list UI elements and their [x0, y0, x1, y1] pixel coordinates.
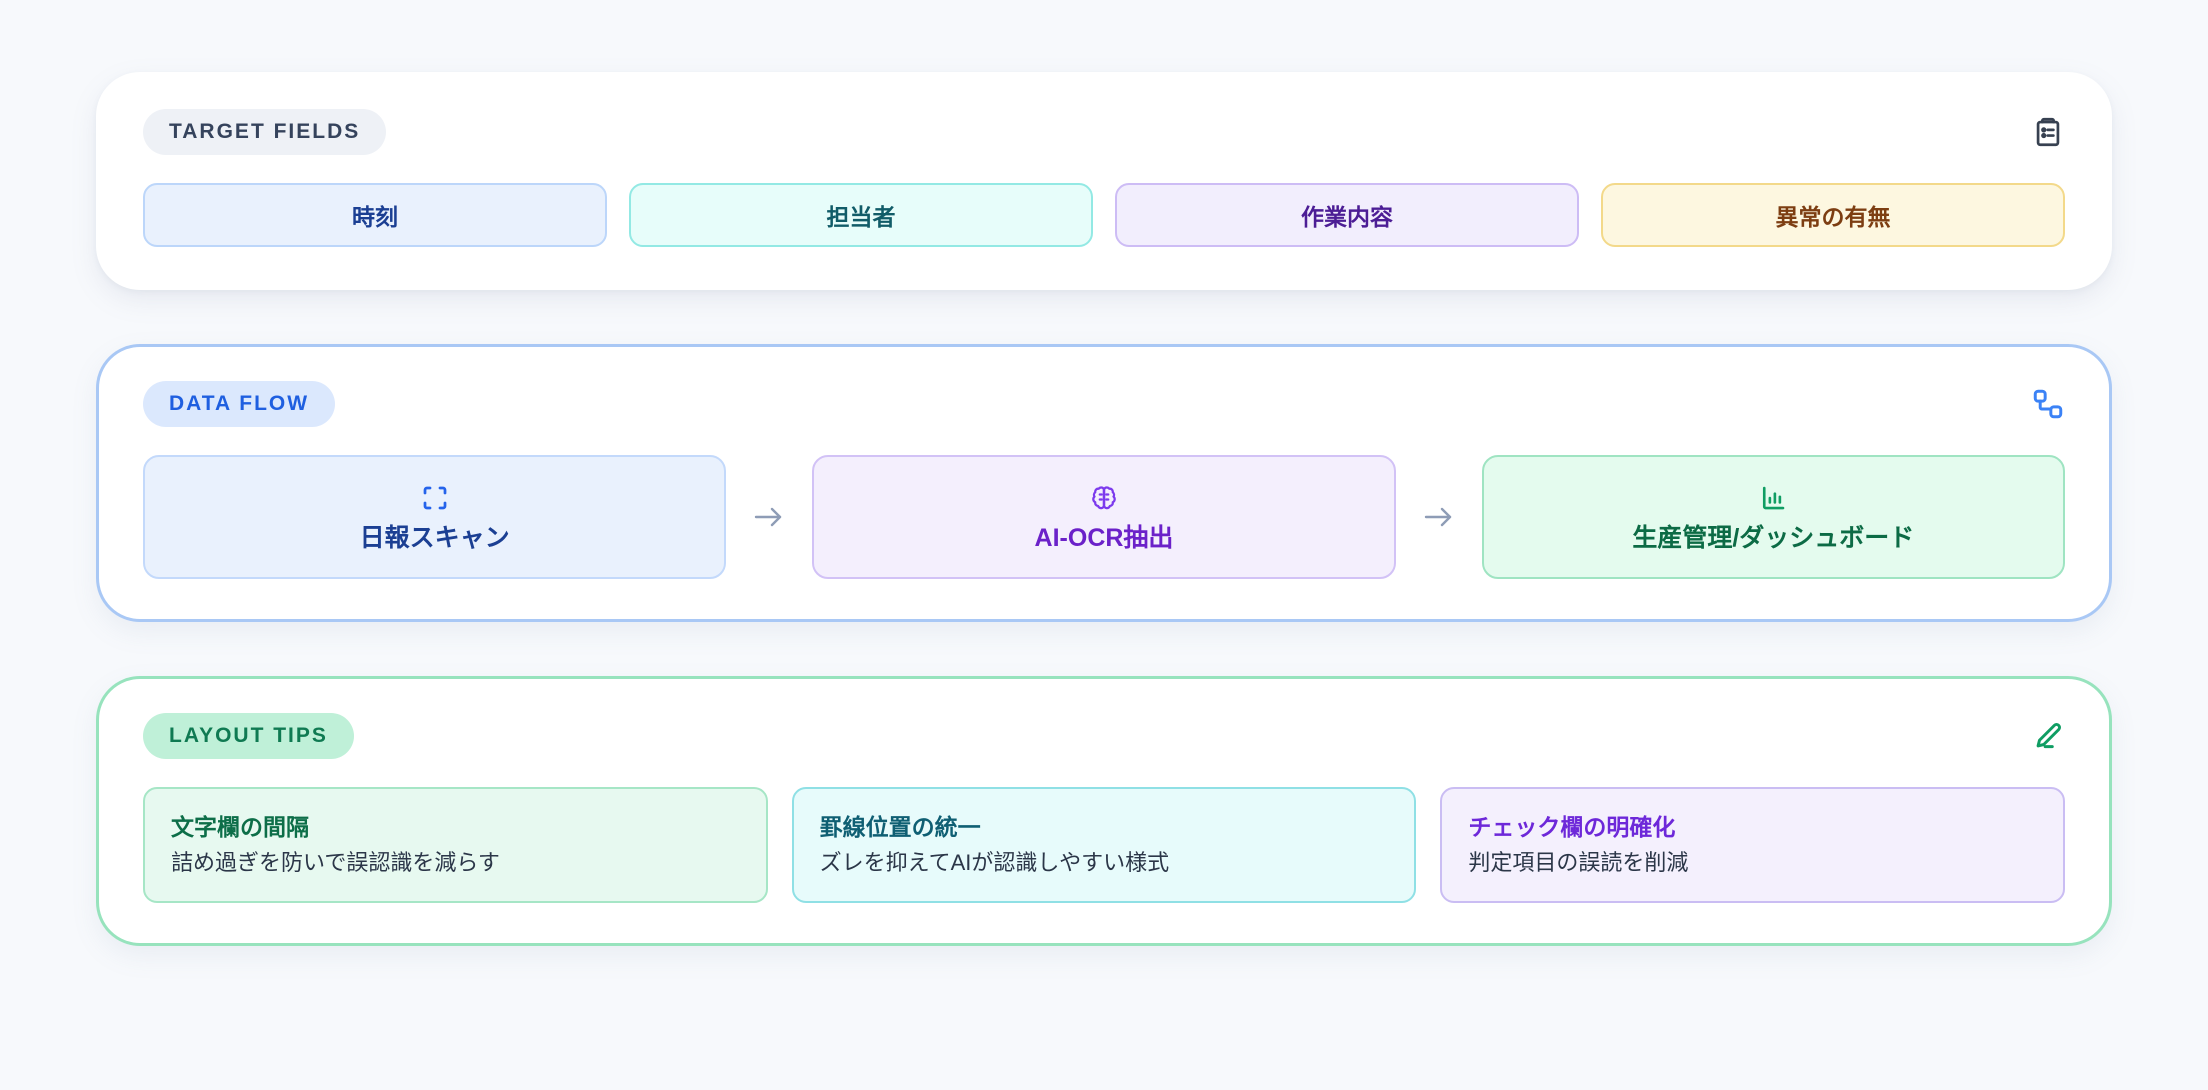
flow-step-label: 日報スキャン [359, 524, 510, 552]
field-chip-1[interactable]: 担当者 [629, 183, 1093, 247]
pencil-edit-icon[interactable] [2031, 719, 2065, 753]
flow-step-1[interactable]: AI-OCR抽出 [812, 455, 1396, 579]
field-chip-label: 作業内容 [1301, 204, 1393, 230]
tip-card-1[interactable]: 罫線位置の統一 ズレを抑えてAIが認識しやすい様式 [791, 787, 1417, 903]
tip-card-2[interactable]: チェック欄の明確化 判定項目の誤読を削減 [1440, 787, 2066, 903]
tip-card-desc: 判定項目の誤読を削減 [1468, 849, 1689, 875]
target-fields-header: TARGET FIELDS [143, 109, 2065, 155]
data-flow-steps: 日報スキャン AI-OCR抽出 [143, 455, 2065, 579]
target-fields-section: TARGET FIELDS 時刻 担当者 作業内容 [96, 72, 2112, 290]
data-flow-header: DATA FLOW [143, 381, 2065, 427]
brain-icon [1089, 483, 1119, 518]
workflow-nodes-icon[interactable] [2031, 387, 2065, 421]
field-chip-3[interactable]: 異常の有無 [1601, 183, 2065, 247]
flow-arrow-0 [726, 503, 812, 531]
field-chip-label: 異常の有無 [1775, 204, 1891, 230]
layout-tips-cards: 文字欄の間隔 詰め過ぎを防いで誤認識を減らす 罫線位置の統一 ズレを抑えてAIが… [143, 787, 2066, 903]
layout-tips-badge: LAYOUT TIPS [143, 713, 354, 759]
tip-card-title: 罫線位置の統一 [819, 814, 981, 841]
bar-chart-icon [1758, 483, 1788, 518]
data-flow-section: DATA FLOW 日報スキャン [96, 344, 2112, 622]
field-chip-label: 担当者 [826, 204, 896, 230]
target-fields-badge: TARGET FIELDS [143, 109, 387, 155]
tip-card-0[interactable]: 文字欄の間隔 詰め過ぎを防いで誤認識を減らす [143, 787, 768, 903]
tip-card-title: 文字欄の間隔 [171, 814, 309, 841]
clipboard-list-icon[interactable] [2031, 115, 2065, 149]
field-chip-0[interactable]: 時刻 [143, 183, 607, 247]
tip-card-desc: ズレを抑えてAIが認識しやすい様式 [819, 849, 1170, 875]
tip-card-desc: 詰め過ぎを防いで誤認識を減らす [171, 849, 500, 875]
flow-step-label: AI-OCR抽出 [1034, 524, 1174, 552]
data-flow-badge: DATA FLOW [143, 381, 336, 427]
layout-tips-header: LAYOUT TIPS [143, 713, 2065, 759]
flow-step-0[interactable]: 日報スキャン [143, 455, 727, 579]
field-chip-2[interactable]: 作業内容 [1115, 183, 1579, 247]
target-fields-chip-row: 時刻 担当者 作業内容 異常の有無 [143, 183, 2065, 247]
scan-frame-icon [420, 483, 450, 518]
flow-step-2[interactable]: 生産管理/ダッシュボード [1481, 455, 2065, 579]
tip-card-title: チェック欄の明確化 [1468, 814, 1676, 841]
flow-arrow-1 [1396, 503, 1482, 531]
field-chip-label: 時刻 [352, 204, 398, 230]
flow-step-label: 生産管理/ダッシュボード [1632, 524, 1915, 552]
layout-tips-section: LAYOUT TIPS 文字欄の間隔 詰め過ぎを防いで誤認識を減らす 罫線位置の… [96, 676, 2112, 946]
